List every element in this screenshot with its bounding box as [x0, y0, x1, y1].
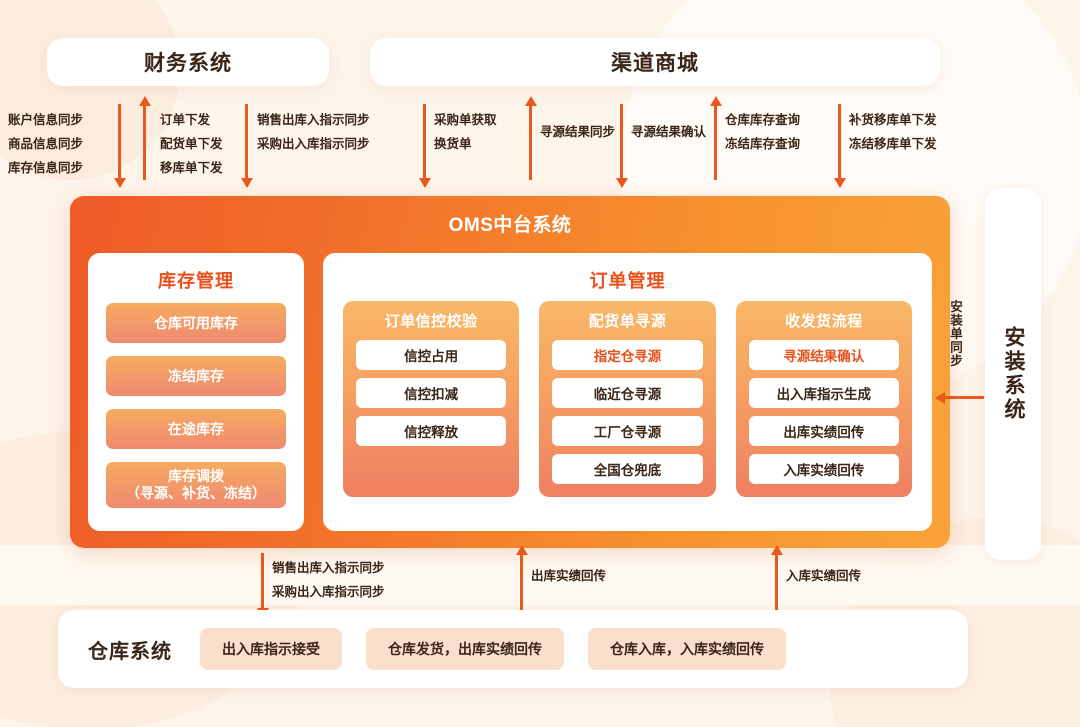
- inbound-result-return-flow-label: 入库实绩回传: [786, 564, 861, 588]
- module-item[interactable]: 工厂仓寻源: [552, 416, 703, 446]
- sales-purchase-instruction-sync-flow-label: 销售出库入指示同步采购出入库指示同步: [272, 556, 385, 604]
- oms-platform-box: OMS中台系统 库存管理 仓库可用库存冻结库存在途库存库存调拨（寻源、补货、冻结…: [70, 196, 950, 548]
- warehouse-chip[interactable]: 出入库指示接受: [200, 628, 342, 670]
- replenish-transfer-dispatch-flow-label: 补货移库单下发冻结移库单下发: [849, 108, 937, 156]
- module-item[interactable]: 出入库指示生成: [748, 378, 899, 408]
- inventory-management-panel: 库存管理 仓库可用库存冻结库存在途库存库存调拨（寻源、补货、冻结）: [88, 253, 304, 531]
- flow-label-line: 冻结库存查询: [725, 137, 801, 151]
- order-module-row: 订单信控校验信控占用信控扣减信控释放配货单寻源指定仓寻源临近仓寻源工厂仓寻源全国…: [323, 293, 932, 497]
- install-system-card[interactable]: 安装系统: [985, 188, 1041, 560]
- inventory-item-label: 冻结库存: [168, 367, 224, 384]
- flow-label-line: 出库实绩回传: [531, 569, 607, 583]
- warehouse-stock-query-flow-arrow-icon: [714, 104, 717, 180]
- flow-label-line: 仓库库存查询: [725, 113, 801, 127]
- warehouse-system-title: 仓库系统: [88, 640, 172, 663]
- order-dispatch-flow-arrow-icon: [143, 104, 146, 180]
- order-management-title: 订单管理: [589, 271, 666, 291]
- inventory-item[interactable]: 仓库可用库存: [106, 303, 286, 343]
- module-item[interactable]: 信控扣减: [356, 378, 507, 408]
- module-item[interactable]: 信控占用: [356, 340, 507, 370]
- order-management-panel: 订单管理 订单信控校验信控占用信控扣减信控释放配货单寻源指定仓寻源临近仓寻源工厂…: [323, 253, 932, 531]
- account-info-sync-flow-label: 账户信息同步商品信息同步库存信息同步: [8, 108, 83, 180]
- flow-label-line: 移库单下发: [160, 161, 223, 175]
- inventory-item-label: 仓库可用库存: [154, 314, 238, 331]
- flow-label-line: 配货单下发: [160, 137, 223, 151]
- sourcing-result-sync-flow-label: 寻源结果同步: [540, 120, 615, 144]
- module-item[interactable]: 指定仓寻源: [552, 340, 703, 370]
- sales-inout-instruction-sync-flow-arrow-icon: [245, 104, 248, 180]
- flow-label-line: 采购出入库指示同步: [272, 585, 385, 599]
- inventory-item-label: 库存调拨: [168, 468, 224, 484]
- receive-ship-process-title: 收发货流程: [785, 313, 863, 330]
- flow-label-line: 销售出库入指示同步: [257, 113, 370, 127]
- module-item[interactable]: 信控释放: [356, 416, 507, 446]
- finance-system-card[interactable]: 财务系统: [47, 38, 329, 86]
- replenish-transfer-dispatch-flow-arrow-icon: [838, 104, 841, 180]
- warehouse-chip[interactable]: 仓库发货，出库实绩回传: [366, 628, 564, 670]
- finance-system-label: 财务系统: [144, 52, 232, 75]
- install-system-label: 安装系统: [1002, 326, 1025, 422]
- flow-label-line: 采购单获取: [434, 113, 497, 127]
- sales-inout-instruction-sync-flow-label: 销售出库入指示同步采购出入库指示同步: [257, 108, 370, 156]
- module-item[interactable]: 寻源结果确认: [748, 340, 899, 370]
- module-item[interactable]: 入库实绩回传: [748, 454, 899, 484]
- purchase-order-fetch-flow-arrow-icon: [423, 104, 426, 180]
- flow-label-line: 采购出入库指示同步: [257, 137, 370, 151]
- inventory-item-sublabel: （寻源、补货、冻结）: [126, 485, 266, 501]
- flow-label-line: 订单下发: [160, 113, 211, 127]
- order-dispatch-flow-label: 订单下发配货单下发移库单下发: [160, 108, 223, 180]
- inventory-item-list: 仓库可用库存冻结库存在途库存库存调拨（寻源、补货、冻结）: [88, 293, 304, 508]
- sourcing-result-confirm-flow-arrow-icon: [620, 104, 623, 180]
- install-sync-arrow-icon: [944, 396, 984, 399]
- inventory-item[interactable]: 冻结库存: [106, 356, 286, 396]
- flow-label-line: 换货单: [434, 137, 472, 151]
- receive-ship-process-card: 收发货流程寻源结果确认出入库指示生成出库实绩回传入库实绩回传: [735, 301, 912, 497]
- install-sync-flow-label: 安装单同步: [948, 300, 962, 368]
- account-info-sync-flow-arrow-icon: [118, 104, 121, 180]
- module-item[interactable]: 临近仓寻源: [552, 378, 703, 408]
- sales-purchase-instruction-sync-flow-arrow-icon: [261, 553, 264, 610]
- flow-label-line: 寻源结果同步: [540, 125, 616, 139]
- distribution-sourcing-title: 配货单寻源: [588, 313, 667, 330]
- flow-label-line: 冻结移库单下发: [849, 137, 937, 151]
- inbound-result-return-flow-arrow-icon: [775, 553, 778, 610]
- oms-title: OMS中台系统: [448, 215, 572, 236]
- bg-band: [0, 545, 1080, 605]
- channel-mall-card[interactable]: 渠道商城: [370, 38, 940, 86]
- flow-label-line: 补货移库单下发: [849, 113, 937, 127]
- sourcing-result-sync-flow-arrow-icon: [529, 104, 532, 180]
- purchase-order-fetch-flow-label: 采购单获取换货单: [434, 108, 497, 156]
- order-credit-check-card: 订单信控校验信控占用信控扣减信控释放: [343, 301, 520, 497]
- flow-label-line: 商品信息同步: [8, 137, 84, 151]
- flow-label-line: 寻源结果确认: [631, 125, 707, 139]
- inventory-item-text: 库存调拨（寻源、补货、冻结）: [126, 468, 266, 502]
- module-item[interactable]: 出库实绩回传: [748, 416, 899, 446]
- channel-mall-label: 渠道商城: [611, 52, 699, 75]
- flow-label-line: 库存信息同步: [8, 161, 84, 175]
- flow-label-line: 账户信息同步: [8, 113, 84, 127]
- warehouse-stock-query-flow-label: 仓库库存查询冻结库存查询: [725, 108, 800, 156]
- distribution-sourcing-card: 配货单寻源指定仓寻源临近仓寻源工厂仓寻源全国仓兜底: [539, 301, 716, 497]
- order-credit-check-title: 订单信控校验: [384, 313, 478, 330]
- outbound-result-return-flow-arrow-icon: [520, 553, 523, 610]
- inventory-item[interactable]: 库存调拨（寻源、补货、冻结）: [106, 462, 286, 508]
- inventory-item-label: 在途库存: [168, 420, 224, 437]
- flow-label-line: 销售出库入指示同步: [272, 561, 385, 575]
- warehouse-chip[interactable]: 仓库入库，入库实绩回传: [588, 628, 786, 670]
- warehouse-system-card: 仓库系统 出入库指示接受仓库发货，出库实绩回传仓库入库，入库实绩回传: [58, 610, 968, 688]
- sourcing-result-confirm-flow-label: 寻源结果确认: [631, 120, 706, 144]
- module-item[interactable]: 全国仓兜底: [552, 454, 703, 484]
- warehouse-chip-row: 出入库指示接受仓库发货，出库实绩回传仓库入库，入库实绩回传: [200, 628, 810, 670]
- flow-label-line: 入库实绩回传: [786, 569, 862, 583]
- inventory-item[interactable]: 在途库存: [106, 409, 286, 449]
- outbound-result-return-flow-label: 出库实绩回传: [531, 564, 606, 588]
- inventory-management-title: 库存管理: [158, 271, 234, 291]
